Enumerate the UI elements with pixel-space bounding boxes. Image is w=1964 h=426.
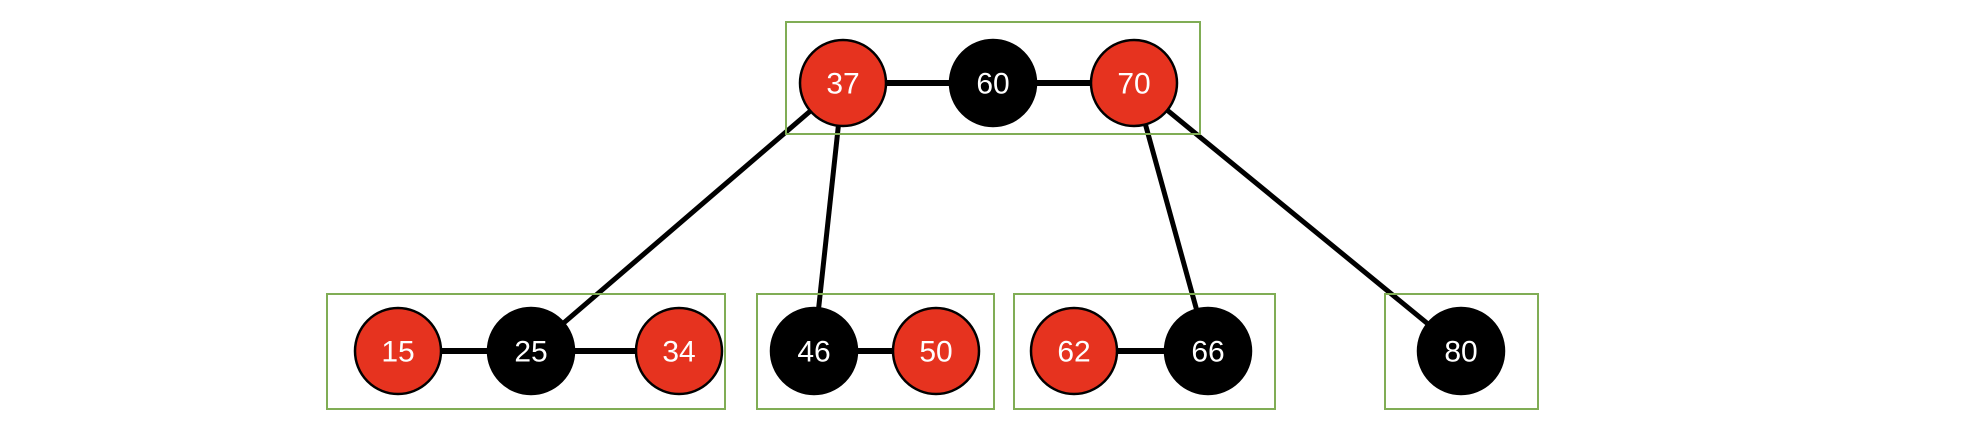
tree-edge-37-to-25 <box>558 106 816 328</box>
tree-node-60[interactable]: 60 <box>948 38 1038 128</box>
tree-node-62[interactable]: 62 <box>1029 306 1119 396</box>
group-box-leaf-group-2 <box>756 293 995 410</box>
tree-edge-70-to-80 <box>1162 105 1433 329</box>
node-circle-black[interactable] <box>948 38 1038 128</box>
tree-edges-layer <box>558 105 1433 329</box>
tree-node-34[interactable]: 34 <box>634 306 724 396</box>
group-box-leaf-group-3 <box>1013 293 1276 410</box>
tree-edge-37-to-46 <box>815 121 842 313</box>
tree-node-25[interactable]: 25 <box>486 306 576 396</box>
tree-node-50[interactable]: 50 <box>891 306 981 396</box>
node-circle-black[interactable] <box>769 306 859 396</box>
tree-edge-70-to-66 <box>1141 119 1201 315</box>
node-circle-red[interactable] <box>891 306 981 396</box>
group-boxes-layer <box>326 21 1539 410</box>
node-circle-red[interactable] <box>1089 38 1179 128</box>
tree-nodes-layer: 37 60 70 15 25 34 46 50 62 66 80 <box>353 38 1506 396</box>
tree-node-66[interactable]: 66 <box>1163 306 1253 396</box>
node-circle-red[interactable] <box>634 306 724 396</box>
tree-node-80[interactable]: 80 <box>1416 306 1506 396</box>
group-box-leaf-group-4 <box>1384 293 1539 410</box>
tree-node-37[interactable]: 37 <box>798 38 888 128</box>
tree-node-15[interactable]: 15 <box>353 306 443 396</box>
group-box-root-group <box>785 21 1201 135</box>
group-box-leaf-group-1 <box>326 293 726 410</box>
sibling-links-layer <box>441 80 1165 354</box>
node-circle-black[interactable] <box>1416 306 1506 396</box>
tree-node-70[interactable]: 70 <box>1089 38 1179 128</box>
node-circle-black[interactable] <box>486 306 576 396</box>
node-circle-red[interactable] <box>353 306 443 396</box>
node-circle-red[interactable] <box>1029 306 1119 396</box>
node-circle-red[interactable] <box>798 38 888 128</box>
node-circle-black[interactable] <box>1163 306 1253 396</box>
tree-node-46[interactable]: 46 <box>769 306 859 396</box>
